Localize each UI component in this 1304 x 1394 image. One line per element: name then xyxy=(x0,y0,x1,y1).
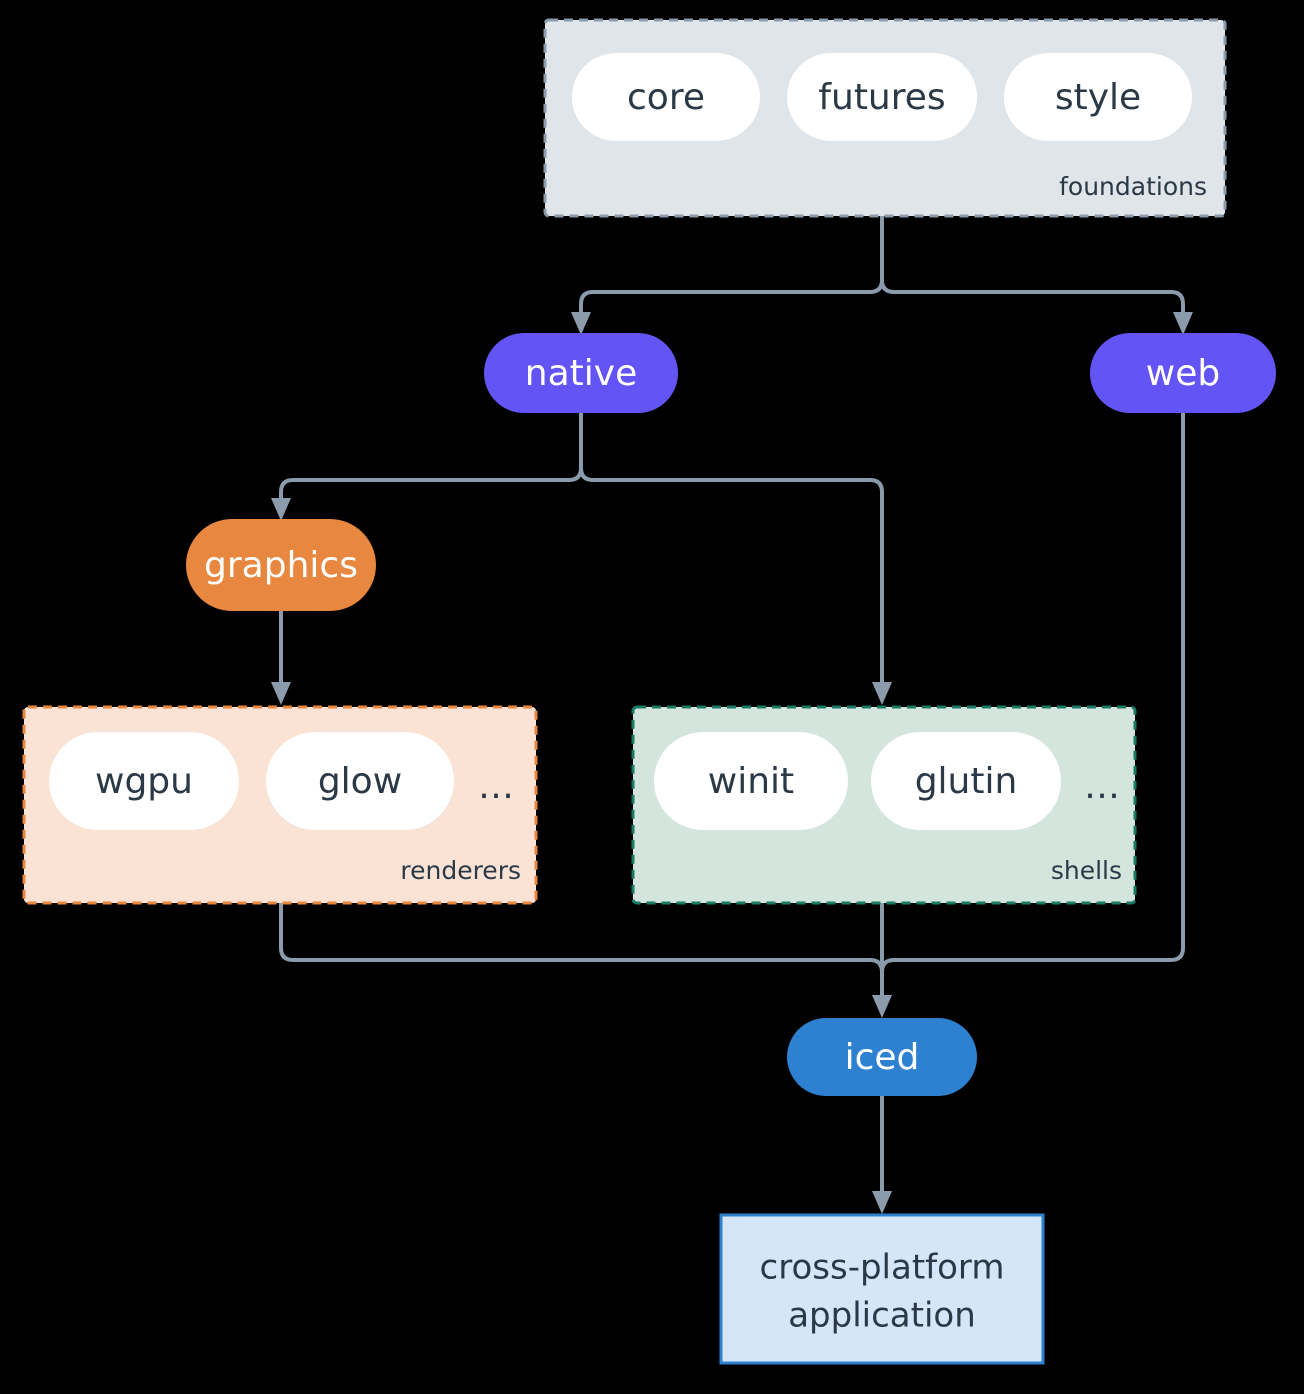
edge-renderers-to-iced xyxy=(279,903,884,1002)
arrowhead-to-iced xyxy=(872,995,892,1018)
node-glow-shape[interactable] xyxy=(266,732,454,830)
node-wgpu-shape[interactable] xyxy=(49,732,239,830)
node-native[interactable]: native xyxy=(484,333,678,413)
node-futures-label: futures xyxy=(818,77,945,118)
node-style[interactable]: style xyxy=(1004,53,1192,141)
node-cross-platform-application-shape[interactable] xyxy=(719,1213,1045,1365)
node-winit-shape[interactable] xyxy=(654,732,848,830)
node-native-label: native xyxy=(525,353,637,394)
arrowhead-native-to-shells xyxy=(872,682,892,705)
application-label-line-1: cross-platform xyxy=(760,1248,1005,1288)
edge-foundations-to-native xyxy=(579,216,884,322)
node-winit-label: winit xyxy=(708,761,794,802)
node-core-label: core xyxy=(627,77,705,118)
cluster-foundations-title: foundations xyxy=(1059,172,1207,201)
edge-native-to-graphics xyxy=(279,413,583,508)
node-style-shape[interactable] xyxy=(1004,53,1192,141)
cluster-renderers: wgpu glow … renderers xyxy=(22,705,538,905)
node-futures[interactable]: futures xyxy=(787,53,977,141)
node-wgpu[interactable]: wgpu xyxy=(49,732,239,830)
node-web-label: web xyxy=(1146,353,1220,394)
node-graphics-label: graphics xyxy=(204,545,358,586)
node-native-shape[interactable] xyxy=(484,333,678,413)
node-style-label: style xyxy=(1055,77,1141,118)
node-glutin[interactable]: glutin xyxy=(871,732,1061,830)
edge-native-to-shells xyxy=(579,413,884,690)
node-glutin-label: glutin xyxy=(915,761,1018,802)
cluster-shells-title: shells xyxy=(1051,856,1122,885)
edge-layer xyxy=(271,216,1193,1214)
node-iced-shape[interactable] xyxy=(787,1018,977,1096)
node-graphics-shape[interactable] xyxy=(186,519,376,611)
node-web[interactable]: web xyxy=(1090,333,1276,413)
cluster-foundations: core futures style foundations xyxy=(543,18,1227,218)
application-label-line-2: application xyxy=(788,1296,976,1336)
node-core-shape[interactable] xyxy=(572,53,760,141)
node-winit[interactable]: winit xyxy=(654,732,848,830)
arrowhead-iced-to-application xyxy=(872,1191,892,1214)
node-glow-label: glow xyxy=(318,761,402,802)
node-core[interactable]: core xyxy=(572,53,760,141)
node-web-shape[interactable] xyxy=(1090,333,1276,413)
edge-foundations-to-web xyxy=(880,216,1185,322)
node-graphics[interactable]: graphics xyxy=(186,519,376,611)
node-wgpu-label: wgpu xyxy=(95,761,193,802)
arrowhead-foundations-to-native xyxy=(571,312,591,335)
node-glutin-shape[interactable] xyxy=(871,732,1061,830)
node-iced[interactable]: iced xyxy=(787,1018,977,1096)
node-glow[interactable]: glow xyxy=(266,732,454,830)
node-futures-shape[interactable] xyxy=(787,53,977,141)
arrowhead-foundations-to-web xyxy=(1173,312,1193,335)
arrowhead-native-to-graphics xyxy=(271,498,291,521)
node-cross-platform-application[interactable]: cross-platform application xyxy=(719,1213,1045,1365)
renderers-ellipsis: … xyxy=(478,766,514,807)
shells-ellipsis: … xyxy=(1084,766,1120,807)
arrowhead-graphics-to-renderers xyxy=(271,682,291,705)
cluster-shells: winit glutin … shells xyxy=(631,705,1137,905)
node-iced-label: iced xyxy=(845,1037,920,1078)
cluster-renderers-title: renderers xyxy=(400,856,521,885)
